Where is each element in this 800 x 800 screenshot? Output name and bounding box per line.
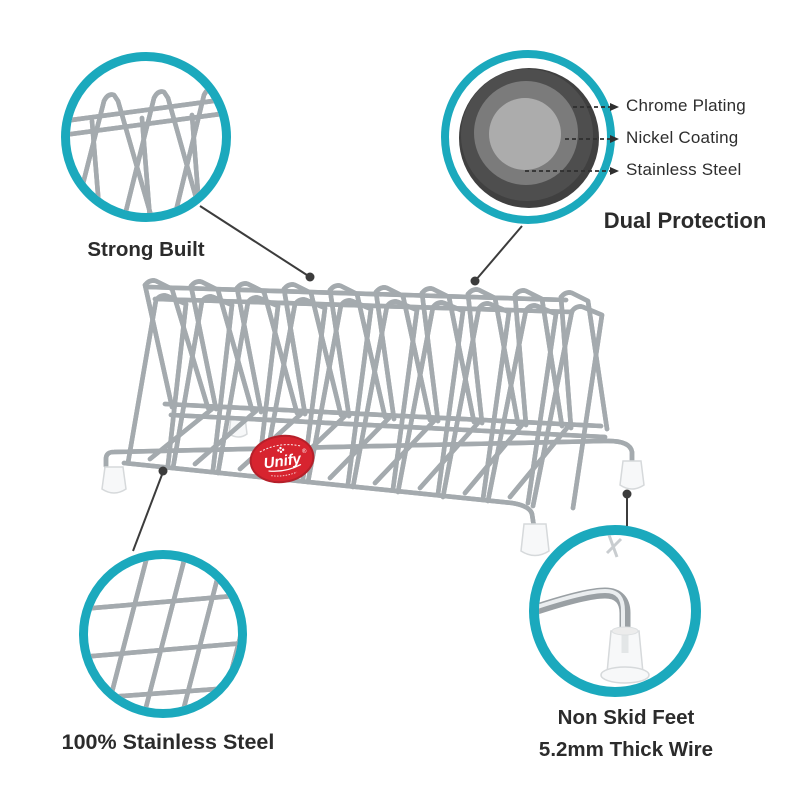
foot-cap-back-left (228, 416, 248, 438)
logo-brand-text: Unify (263, 450, 303, 472)
dual-protection-title: Dual Protection (603, 208, 767, 233)
arrowhead-icon (610, 167, 619, 175)
stainless-steel-label: Stainless Steel (626, 160, 742, 179)
foot-closeup-illustration (539, 535, 650, 684)
nickel-coating-label: Nickel Coating (626, 128, 739, 147)
non-skid-callout-label: Non Skid Feet 5.2mm Thick Wire (510, 702, 742, 766)
stainless-mesh-inset-circle (79, 550, 247, 718)
brand-logo-badge: Unify ® (249, 434, 315, 484)
logo-flower-icon (277, 446, 285, 454)
strong-built-inset-circle (61, 52, 231, 222)
logo-registered-mark: ® (302, 447, 308, 455)
leader-line-stainless (132, 471, 164, 552)
leader-dot (470, 276, 480, 286)
mesh-closeup-illustration (88, 559, 238, 709)
strong-built-label: Strong Built (87, 238, 205, 261)
wire-detail (605, 535, 623, 558)
foot-cap-flange (600, 666, 650, 684)
foot-cap-right (619, 460, 645, 490)
leader-line-dual-protection (474, 225, 523, 282)
stainless-steel-callout-label: 100% Stainless Steel (61, 730, 275, 754)
non-skid-foot-inset-circle (529, 525, 701, 697)
material-layers-diagram (459, 68, 599, 208)
wire-leg-highlight (539, 588, 625, 633)
non-skid-line2: 5.2mm Thick Wire (538, 738, 714, 761)
chrome-plating-label: Chrome Plating (626, 96, 746, 115)
non-skid-line1: Non Skid Feet (557, 706, 695, 729)
leader-dot (158, 466, 168, 476)
cap-top-opening (611, 626, 639, 636)
wire-closeup-illustration (70, 61, 222, 213)
dual-protection-inset-circle (441, 50, 615, 224)
logo-bottom-arc-text (271, 471, 298, 477)
logo-top-arc-text (259, 444, 302, 453)
stainless-steel-core (489, 98, 561, 170)
logo-underline (268, 463, 302, 472)
foot-cap-left (101, 466, 127, 494)
leader-dot (622, 489, 632, 499)
wire-leg (539, 587, 631, 639)
leader-dot (305, 272, 315, 282)
rack-wires (103, 278, 635, 530)
arrowhead-icon (610, 103, 619, 111)
